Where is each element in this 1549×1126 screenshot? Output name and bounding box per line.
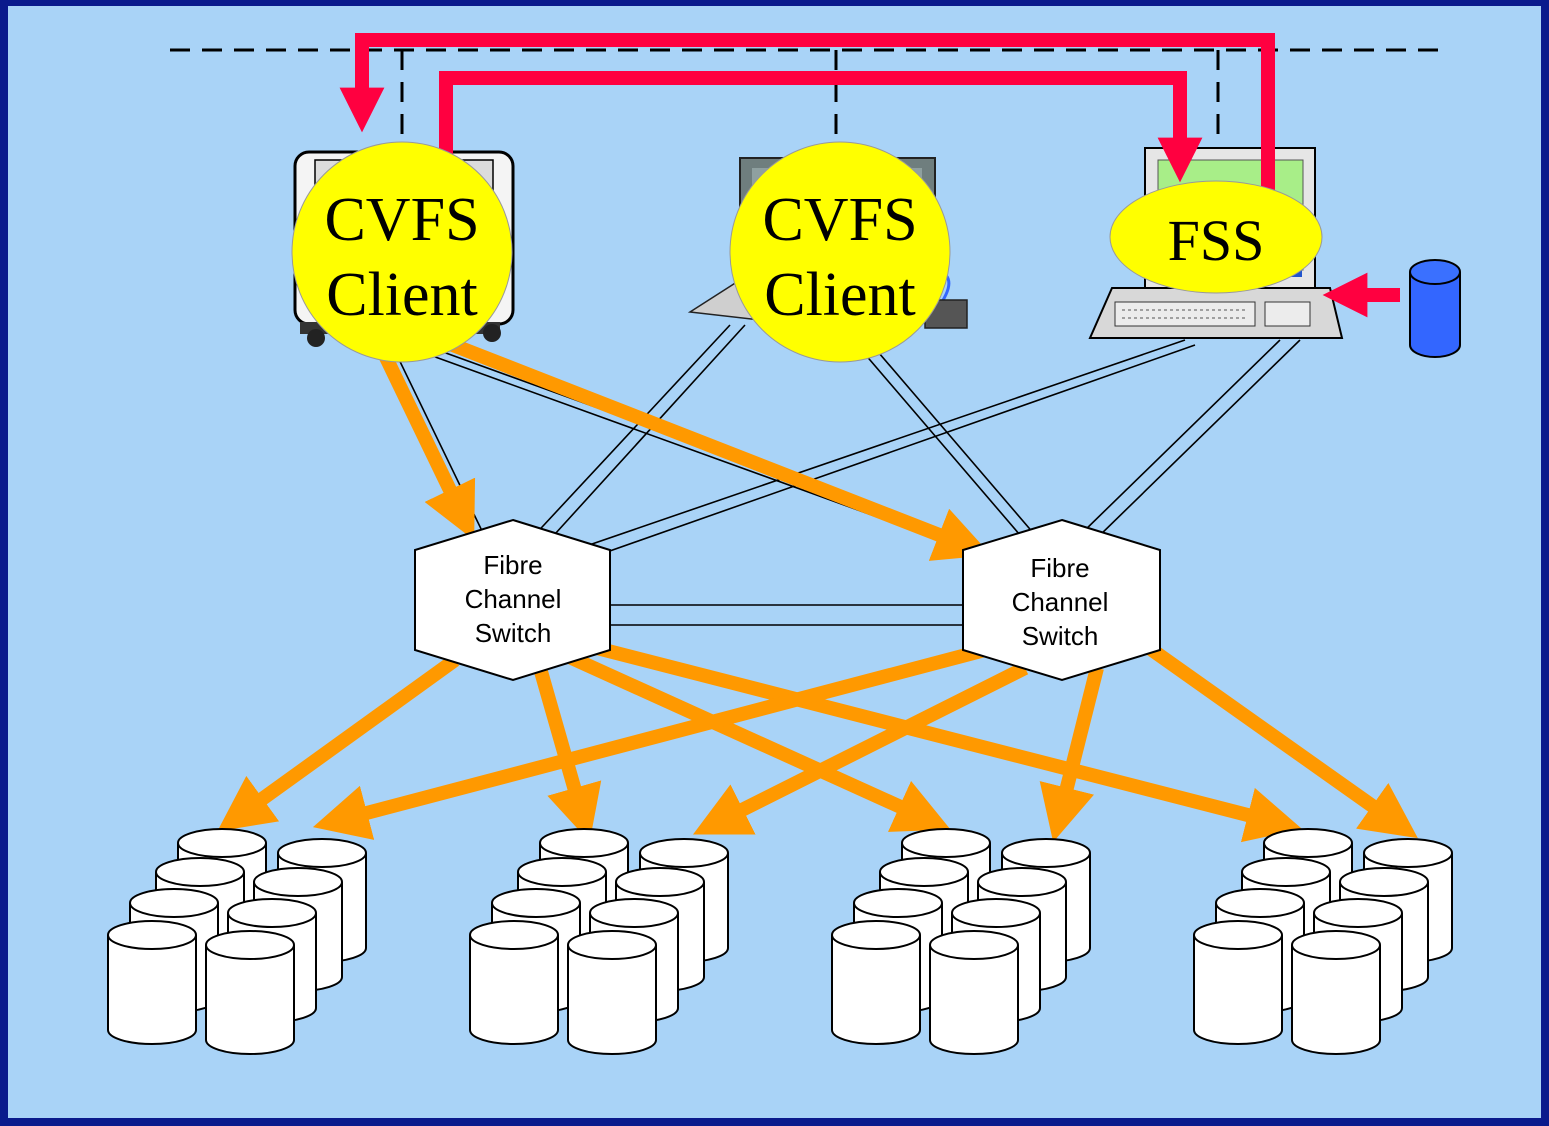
client1-label-line2: Client <box>326 261 478 329</box>
client-to-fss-arrow <box>439 71 1203 183</box>
switch2-label-line3: Switch <box>1022 621 1099 651</box>
fss-label: FSS <box>1168 208 1265 273</box>
fss-to-client-arrow <box>339 33 1275 195</box>
fibre-channel-switch-2: Fibre Channel Switch <box>962 518 1161 682</box>
client1-label-line1: CVFS <box>324 186 479 254</box>
client2-bubble: CVFS Client <box>729 141 951 363</box>
client2-label-line1: CVFS <box>762 186 917 254</box>
client1-bubble: CVFS Client <box>291 141 513 363</box>
switch1-label-line1: Fibre <box>483 550 542 580</box>
data-path-arrows <box>217 333 1418 843</box>
data-arrow-s2-a2 <box>692 661 1029 835</box>
data-arrow-s1-a4 <box>583 638 1303 843</box>
data-arrow-s1-a3 <box>562 648 951 832</box>
fibre-channel-switch-1: Fibre Channel Switch <box>414 518 611 682</box>
switch2-label-line2: Channel <box>1012 587 1109 617</box>
data-arrow-s2-a4 <box>1140 639 1418 839</box>
data-arrow-client-switch2 <box>437 333 992 561</box>
data-arrow-s1-a1 <box>217 654 460 832</box>
switch2-label-line1: Fibre <box>1030 553 1089 583</box>
client2-label-line2: Client <box>764 261 916 329</box>
lan-network <box>170 48 1450 165</box>
data-arrow-s1-a2 <box>533 666 602 842</box>
database-icon <box>1409 259 1461 358</box>
data-arrow-s2-a3 <box>1039 666 1104 843</box>
switch1-label-line2: Channel <box>465 584 562 614</box>
fss-bubble: FSS <box>1109 180 1323 294</box>
switch1-label-line3: Switch <box>475 618 552 648</box>
data-arrow-client-switch1 <box>373 341 476 541</box>
data-arrow-s2-a1 <box>312 643 987 840</box>
control-path-arrows <box>339 33 1275 195</box>
